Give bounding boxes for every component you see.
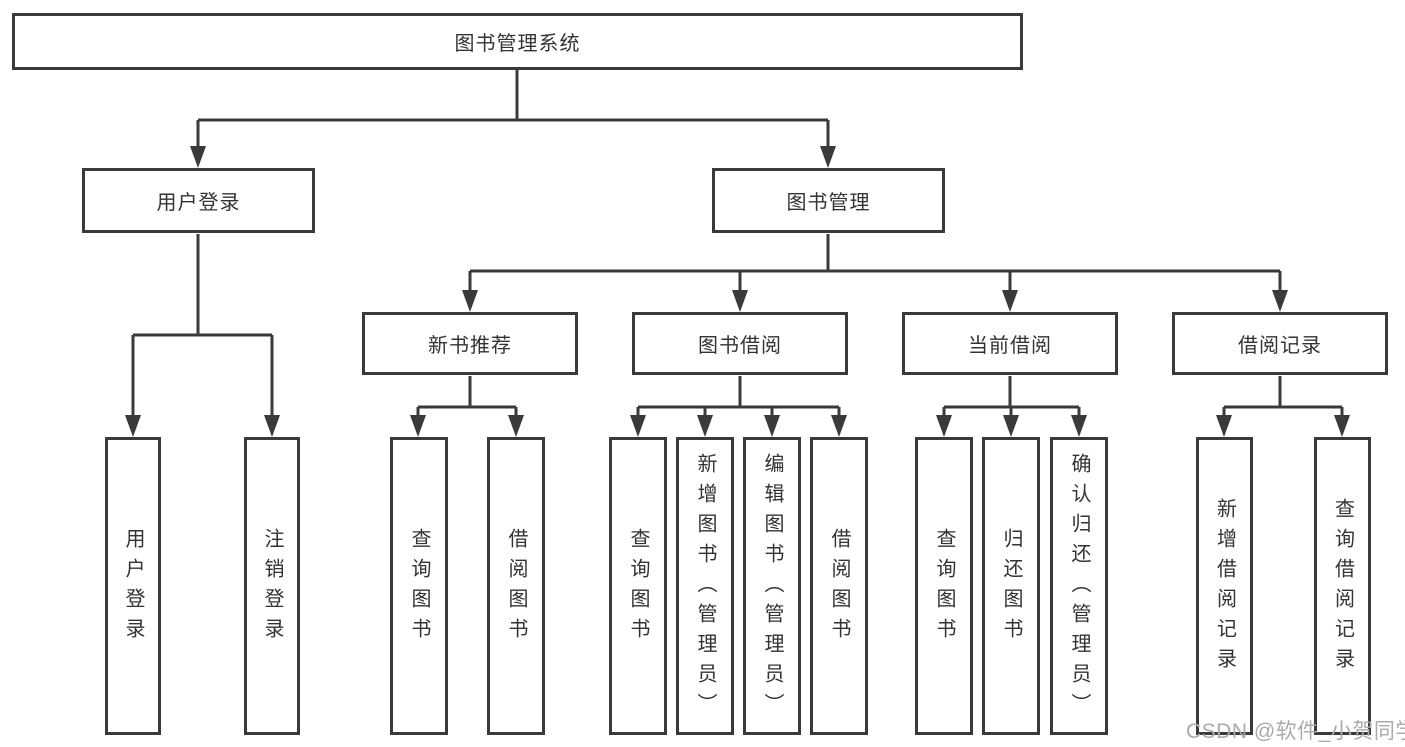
node-book-borrowing: 图书借阅	[632, 312, 848, 375]
leaf-logout-login: 注销登录	[244, 437, 300, 735]
leaf-records-add-borrow-record: 新增借阅记录	[1196, 437, 1253, 735]
leaf-borrowing-query-books: 查询图书	[609, 437, 667, 735]
connector-book-mgmt-to-level3	[462, 234, 1288, 312]
watermark: CSDN @软件_小贺同学	[1186, 720, 1405, 743]
node-book-management: 图书管理	[712, 168, 945, 233]
node-user-login: 用户登录	[82, 168, 315, 233]
node-library-management-system: 图书管理系统	[12, 13, 1023, 70]
connector-current-borrow-to-leaves	[936, 376, 1087, 437]
connector-root-to-level2	[190, 70, 836, 168]
leaf-borrowing-add-books-admin: 新增图书（管理员）	[676, 437, 734, 735]
leaf-borrowing-edit-books-admin: 编辑图书（管理员）	[743, 437, 801, 735]
leaf-records-query-borrow-record: 查询借阅记录	[1314, 437, 1371, 735]
connector-user-login-to-leaves	[125, 234, 280, 437]
connector-book-borrow-to-leaves	[630, 376, 847, 437]
leaf-newbook-query-books: 查询图书	[390, 437, 448, 735]
connector-borrow-record-to-leaves	[1216, 376, 1350, 437]
leaf-current-query-books: 查询图书	[915, 437, 973, 735]
node-current-borrowing: 当前借阅	[902, 312, 1118, 375]
leaf-user-login: 用户登录	[105, 437, 161, 735]
connector-new-book-to-leaves	[410, 376, 524, 437]
node-borrowing-records: 借阅记录	[1172, 312, 1388, 375]
leaf-newbook-borrow-books: 借阅图书	[487, 437, 545, 735]
leaf-borrowing-borrow-books: 借阅图书	[810, 437, 868, 735]
leaf-current-return-books: 归还图书	[982, 437, 1040, 735]
leaf-current-confirm-return-admin: 确认归还（管理员）	[1050, 437, 1108, 735]
node-new-book-recommendation: 新书推荐	[362, 312, 578, 375]
